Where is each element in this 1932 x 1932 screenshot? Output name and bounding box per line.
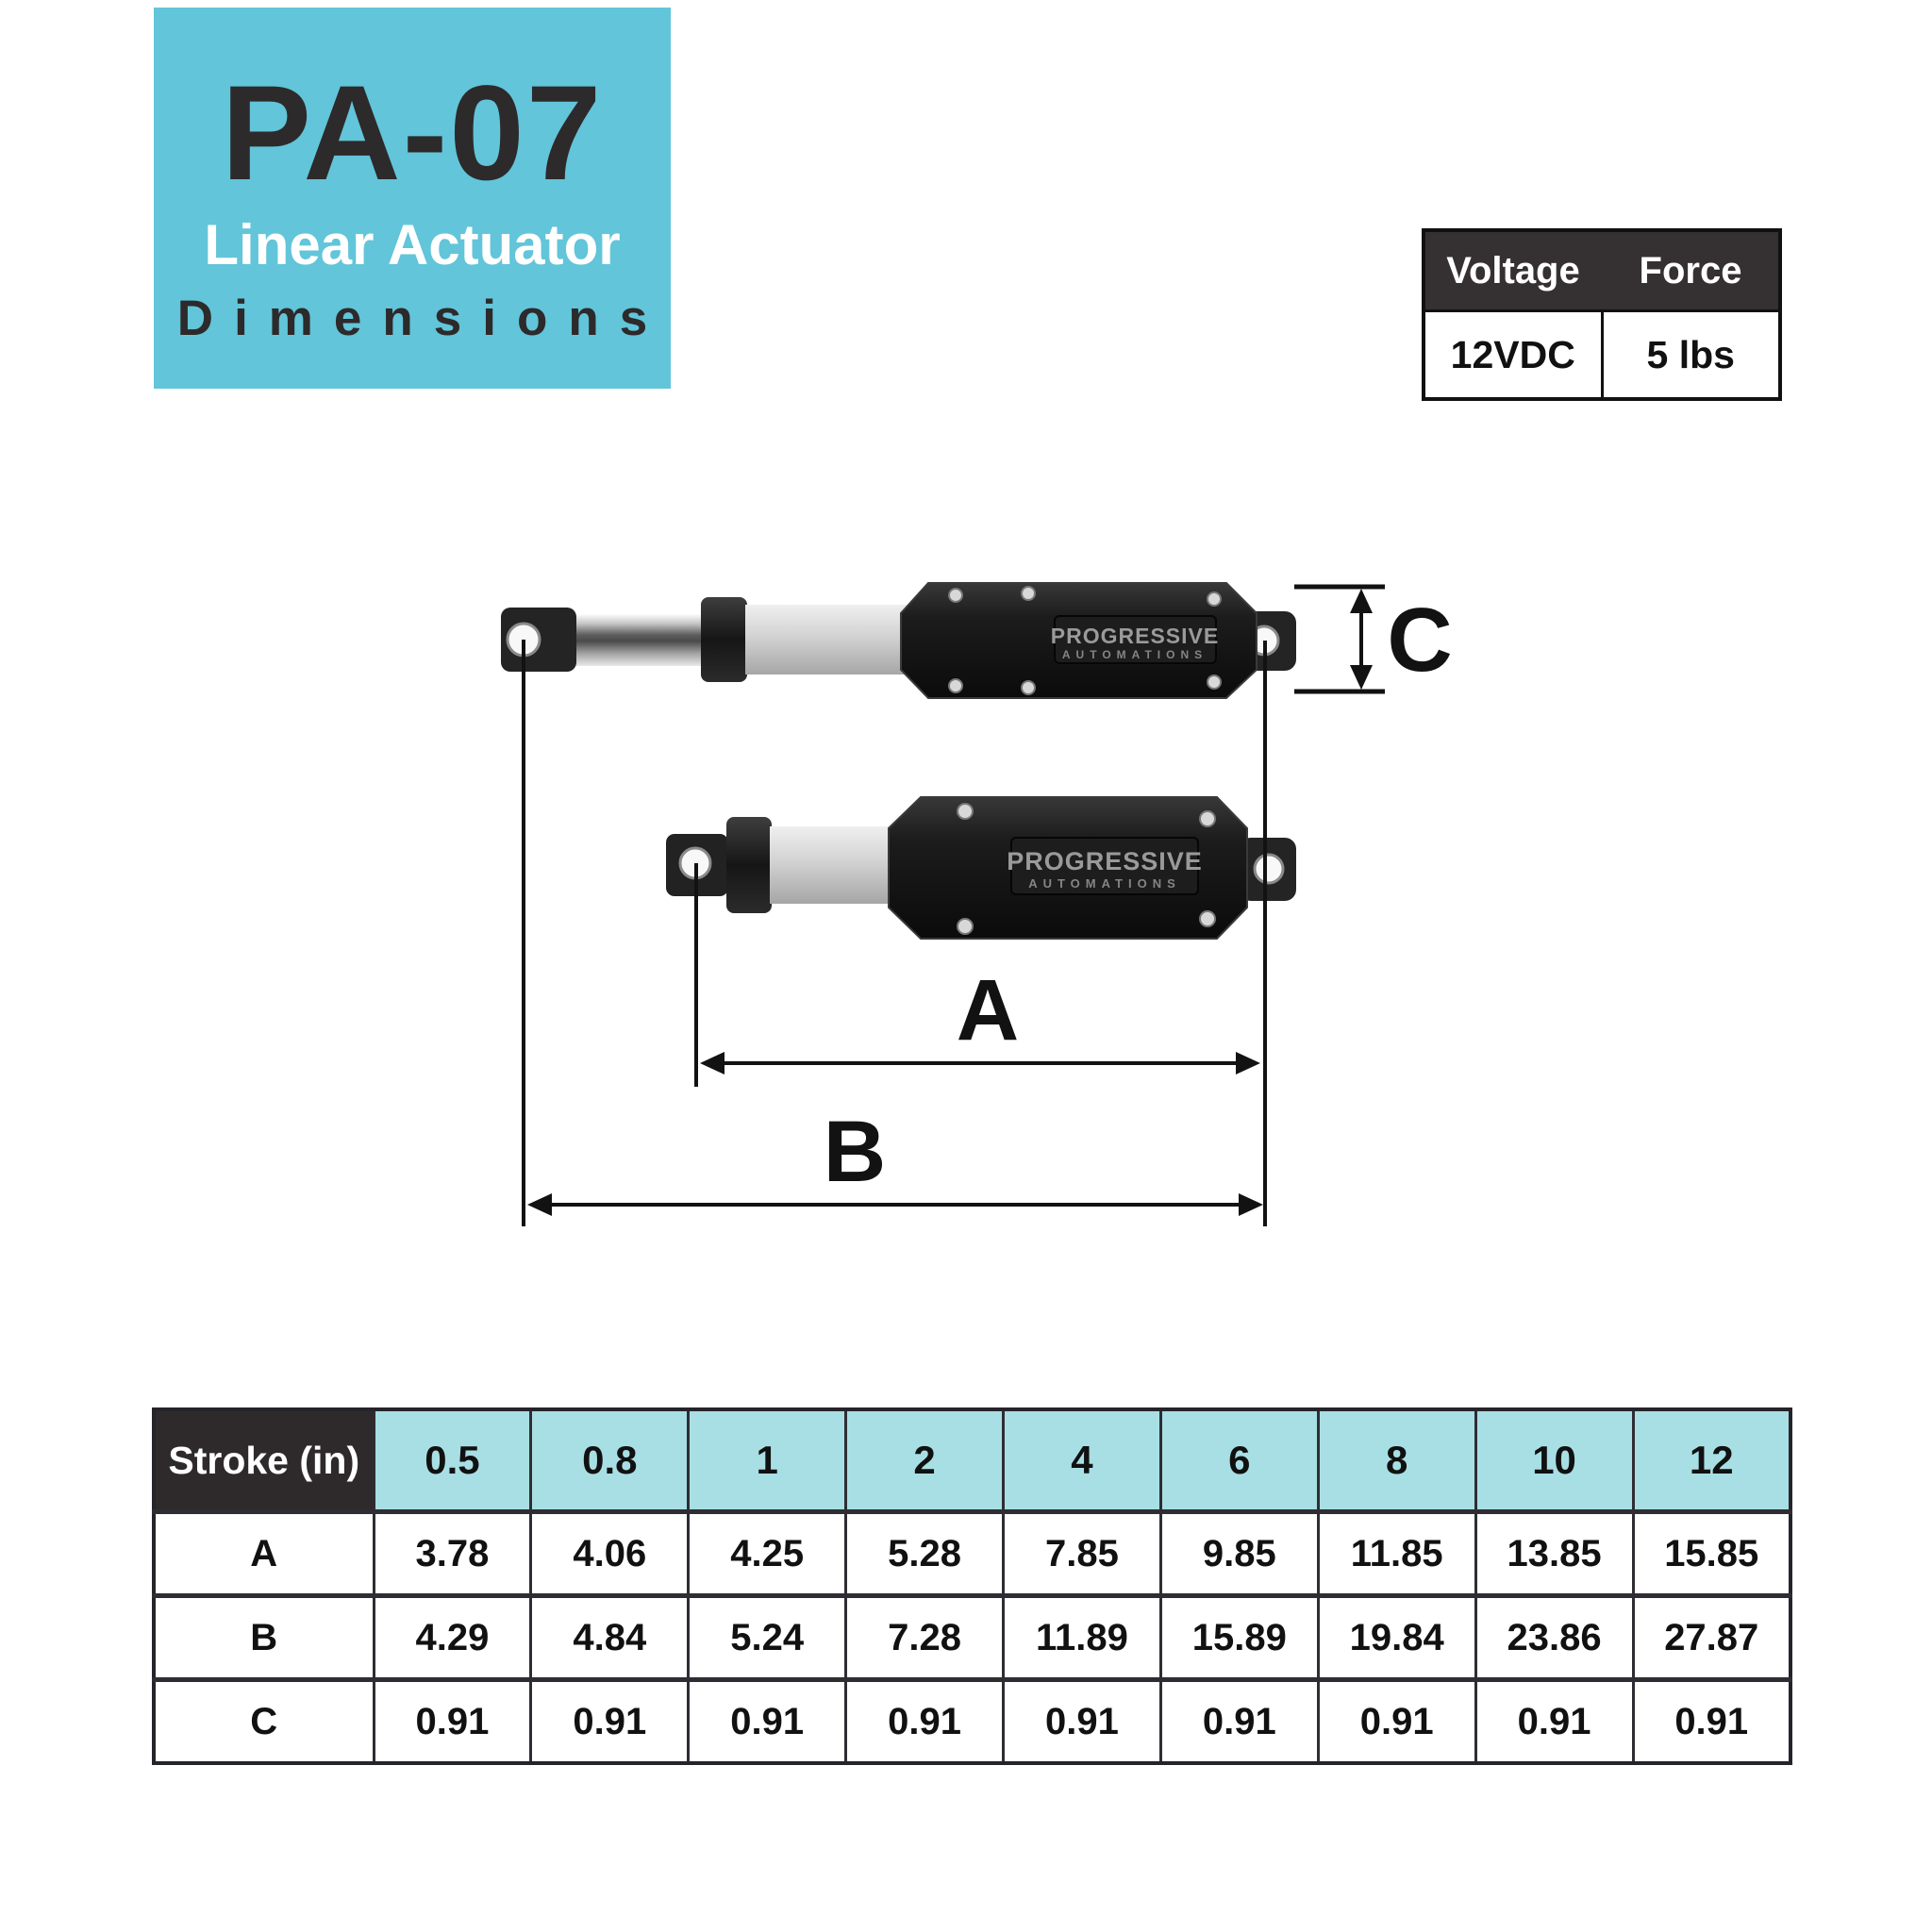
- actuator-extended: PROGRESSIVE AUTOMATIONS: [501, 582, 1296, 699]
- dimension-arrowheads: [527, 589, 1373, 1216]
- cell-b: 23.86: [1474, 1593, 1635, 1681]
- cell-b: 5.24: [687, 1593, 848, 1681]
- rod-collar: [701, 597, 747, 682]
- cell-a: 9.85: [1158, 1509, 1320, 1597]
- cell-a: 4.06: [529, 1509, 691, 1597]
- cell-b: 11.89: [1002, 1593, 1162, 1681]
- stroke-header-cell: Stroke (in): [152, 1407, 375, 1513]
- aluminum-shaft-2: [770, 826, 909, 904]
- aluminum-shaft: [745, 605, 920, 675]
- spec-header-voltage: Voltage: [1423, 229, 1603, 312]
- brand-logo-line2: AUTOMATIONS: [1062, 648, 1208, 661]
- row-label-c: C: [152, 1677, 375, 1765]
- title-block: PA-07 Linear Actuator Dimensions: [154, 8, 671, 389]
- dim-label-b: B: [824, 1104, 886, 1200]
- stroke-col: 2: [844, 1407, 1005, 1513]
- stroke-col: 0.8: [529, 1407, 691, 1513]
- brand-logo-line1: PROGRESSIVE: [1051, 624, 1219, 648]
- table-row-c: C 0.91 0.91 0.91 0.91 0.91 0.91 0.91 0.9…: [152, 1677, 1792, 1765]
- spec-value-voltage: 12VDC: [1422, 309, 1604, 401]
- cell-b: 4.29: [372, 1593, 533, 1681]
- cell-b: 19.84: [1316, 1593, 1477, 1681]
- cell-c: 0.91: [1316, 1677, 1477, 1765]
- rod-collar-2: [726, 817, 772, 913]
- stroke-col: 0.5: [372, 1407, 533, 1513]
- spec-value-force: 5 lbs: [1600, 309, 1782, 401]
- cell-c: 0.91: [1002, 1677, 1162, 1765]
- cell-a: 7.85: [1002, 1509, 1162, 1597]
- stroke-col: 8: [1316, 1407, 1477, 1513]
- cell-b: 27.87: [1631, 1593, 1792, 1681]
- table-row-a: A 3.78 4.06 4.25 5.28 7.85 9.85 11.85 13…: [152, 1509, 1792, 1597]
- spec-table: Voltage Force 12VDC 5 lbs: [1422, 228, 1782, 401]
- cell-c: 0.91: [687, 1677, 848, 1765]
- model-title: PA-07: [221, 58, 604, 208]
- cell-b: 7.28: [844, 1593, 1005, 1681]
- cell-a: 3.78: [372, 1509, 533, 1597]
- spec-value-row: 12VDC 5 lbs: [1422, 309, 1782, 401]
- subtitle-linear-actuator: Linear Actuator: [204, 213, 621, 276]
- cell-a: 4.25: [687, 1509, 848, 1597]
- body-screws-2: [957, 803, 1216, 935]
- brand-logo-2-line2: AUTOMATIONS: [1028, 876, 1181, 891]
- body-screws: [948, 586, 1222, 695]
- stroke-col: 10: [1474, 1407, 1635, 1513]
- cell-a: 15.85: [1631, 1509, 1792, 1597]
- dimension-lines: [522, 584, 1385, 1226]
- stroke-header-row: Stroke (in) 0.5 0.8 1 2 4 6 8 10 12: [152, 1407, 1792, 1513]
- cell-c: 0.91: [372, 1677, 533, 1765]
- stroke-col: 1: [687, 1407, 848, 1513]
- cell-c: 0.91: [529, 1677, 691, 1765]
- actuator-retracted: PROGRESSIVE AUTOMATIONS: [666, 796, 1296, 940]
- brand-plate: [1054, 615, 1217, 664]
- spec-header-row: Voltage Force: [1423, 229, 1781, 312]
- dim-label-a: A: [957, 962, 1019, 1058]
- stroke-col: 6: [1158, 1407, 1320, 1513]
- cell-c: 0.91: [1631, 1677, 1792, 1765]
- row-label-a: A: [152, 1509, 375, 1597]
- cell-c: 0.91: [1158, 1677, 1320, 1765]
- dimensions-table: Stroke (in) 0.5 0.8 1 2 4 6 8 10 12 A 3.…: [152, 1407, 1792, 1765]
- cell-b: 4.84: [529, 1593, 691, 1681]
- rear-eyelet-hole-2: [1253, 853, 1285, 885]
- table-row-b: B 4.29 4.84 5.24 7.28 11.89 15.89 19.84 …: [152, 1593, 1792, 1681]
- spec-header-force: Force: [1601, 229, 1781, 312]
- stroke-col: 12: [1631, 1407, 1792, 1513]
- cell-a: 11.85: [1316, 1509, 1477, 1597]
- brand-logo-2-line1: PROGRESSIVE: [1007, 847, 1203, 875]
- cell-c: 0.91: [1474, 1677, 1635, 1765]
- brand-plate-2: [1010, 837, 1199, 895]
- subtitle-dimensions: Dimensions: [176, 291, 669, 346]
- cell-b: 15.89: [1158, 1593, 1320, 1681]
- cell-c: 0.91: [844, 1677, 1005, 1765]
- dim-label-c: C: [1387, 590, 1452, 691]
- actuator-diagram: PROGRESSIVE AUTOMATIONS PROGRESSIVE AUTO…: [501, 582, 1453, 1226]
- row-label-b: B: [152, 1593, 375, 1681]
- cell-a: 13.85: [1474, 1509, 1635, 1597]
- cell-a: 5.28: [844, 1509, 1005, 1597]
- stroke-col: 4: [1002, 1407, 1162, 1513]
